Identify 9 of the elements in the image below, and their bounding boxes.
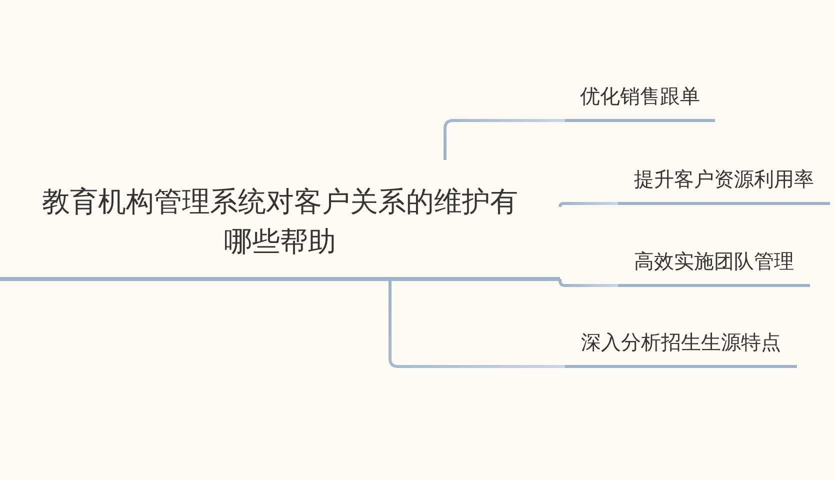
subtopic-text: 优化销售跟单 (580, 83, 700, 110)
subtopic-text: 高效实施团队管理 (634, 248, 794, 275)
subtopic-text: 深入分析招生生源特点 (581, 329, 781, 356)
branch-line (388, 281, 565, 368)
branch-line (558, 279, 618, 287)
branch-line (558, 202, 618, 208)
central-topic-text: 教育机构管理系统对客户关系的维护有哪些帮助 (41, 184, 519, 260)
branch-line (444, 119, 565, 160)
subtopic-text: 提升客户资源利用率 (634, 166, 814, 193)
